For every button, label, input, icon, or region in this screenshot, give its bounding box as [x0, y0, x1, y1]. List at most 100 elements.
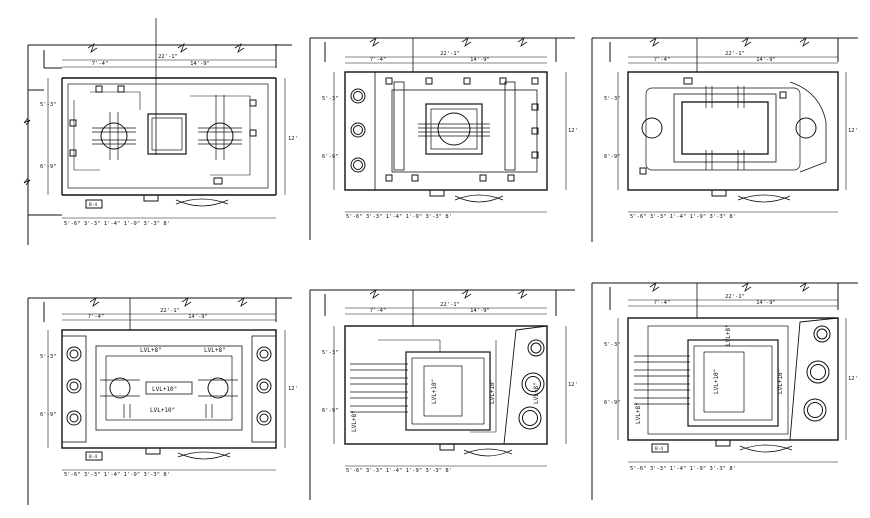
light-circle [641, 117, 663, 139]
light-circle [795, 117, 817, 139]
level-label: LVL+10" [152, 386, 177, 393]
dim-left: 7'-4" [654, 57, 671, 63]
break-line [369, 288, 380, 300]
dim-right: 14'-9" [470, 308, 490, 314]
dim-overall: 22'-1" [158, 54, 178, 60]
level-label: LVL+10" [777, 369, 784, 394]
door-arc [175, 199, 229, 207]
dim-left: 7'-4" [88, 314, 105, 320]
tag-label: B-4 [89, 454, 97, 460]
dim-side-top: 5'-3" [40, 354, 57, 360]
plan-3 [591, 36, 858, 242]
tag-label: B-4 [655, 446, 663, 452]
dim-left: 7'-4" [92, 61, 109, 67]
window-mark [711, 189, 727, 197]
dim-bottom-chain: 5'-6" 3'-3" 1'-4" 1'-9" 3'-3" 8' [346, 214, 452, 220]
dim-right: 14'-9" [756, 57, 776, 63]
dim-bottom-chain: 5'-6" 3'-3" 1'-4" 1'-9" 3'-3" 8' [630, 214, 736, 220]
window-mark [429, 189, 445, 197]
break-line [23, 177, 31, 186]
break-line [517, 36, 528, 48]
door-arc [463, 449, 513, 457]
light-circle [813, 325, 831, 343]
level-label: LVL+10" [713, 369, 720, 394]
light-circle [518, 406, 542, 430]
dim-side-mid: 6'-9" [40, 412, 57, 418]
dim-side-top: 5'-3" [604, 342, 621, 348]
dim-bottom-chain: 5'-6" 3'-3" 1'-4" 1'-9" 3'-3" 8' [64, 221, 170, 227]
break-line [87, 42, 98, 54]
light-circle [350, 157, 366, 173]
center-rect [687, 339, 779, 427]
light-circle [66, 346, 82, 362]
break-line [741, 281, 752, 293]
window-mark [145, 447, 161, 455]
dim-side-mid: 6'-9" [604, 154, 621, 160]
dim-side-top: 5'-3" [322, 350, 339, 356]
door-arc [737, 195, 791, 203]
dim-right: 14'-9" [190, 61, 210, 67]
dim-bottom-chain: 5'-6" 3'-3" 1'-4" 1'-9" 3'-3" 8' [346, 468, 452, 474]
level-label: LVL+8" [533, 382, 540, 404]
tag-box [651, 443, 669, 453]
break-line [799, 281, 810, 293]
level-label: LVL+10" [431, 379, 438, 404]
level-label: LVL+8" [204, 347, 226, 354]
light-circle [521, 372, 545, 396]
dim-side-right: 12' [568, 128, 578, 134]
level-label: LVL+8" [140, 347, 162, 354]
dim-left: 7'-4" [370, 57, 387, 63]
dim-left: 7'-4" [654, 300, 671, 306]
door-arc [739, 445, 793, 453]
plan-4 [27, 296, 292, 505]
dim-right: 14'-9" [188, 314, 208, 320]
level-label: LVL+10" [150, 407, 175, 414]
dim-side-right: 12' [848, 128, 858, 134]
dim-side-right: 12' [288, 136, 298, 142]
light-circle [66, 410, 82, 426]
center-square [147, 113, 187, 155]
break-line [461, 288, 472, 300]
plan-6 [591, 281, 858, 500]
building-outline [27, 18, 292, 245]
dim-overall: 22'-1" [440, 51, 460, 57]
light-circle [256, 410, 272, 426]
window-mark [439, 443, 455, 451]
light-circle [527, 339, 545, 357]
break-line [234, 42, 245, 54]
dim-side-top: 5'-3" [604, 96, 621, 102]
room-outline [627, 71, 839, 191]
level-label: LVL+8" [635, 402, 642, 424]
center-circle [437, 112, 471, 146]
dim-side-right: 12' [288, 386, 298, 392]
dim-side-right: 12' [568, 382, 578, 388]
plan-5 [309, 288, 575, 500]
light-circle [206, 122, 234, 150]
dim-overall: 22'-1" [725, 294, 745, 300]
light-circle [256, 346, 272, 362]
break-line [237, 296, 248, 308]
dim-left: 7'-4" [370, 308, 387, 314]
break-line [461, 36, 472, 48]
dim-side-mid: 6'-9" [604, 400, 621, 406]
tag-box [85, 451, 103, 461]
tag-label: B-4 [89, 202, 97, 208]
break-line [649, 36, 660, 48]
dim-side-right: 12' [848, 376, 858, 382]
dim-right: 14'-9" [756, 300, 776, 306]
center-rect [681, 101, 769, 155]
dim-side-mid: 6'-9" [322, 154, 339, 160]
dim-side-top: 5'-3" [322, 96, 339, 102]
light-circle [256, 378, 272, 394]
dim-right: 14'-9" [470, 57, 490, 63]
level-label: LVL+8" [725, 324, 732, 346]
center-rect [405, 351, 491, 431]
window-mark [715, 439, 731, 447]
dim-overall: 22'-1" [440, 302, 460, 308]
break-line [181, 296, 192, 308]
plan-1 [23, 18, 292, 245]
break-line [741, 36, 752, 48]
ceiling-panel [67, 83, 269, 189]
